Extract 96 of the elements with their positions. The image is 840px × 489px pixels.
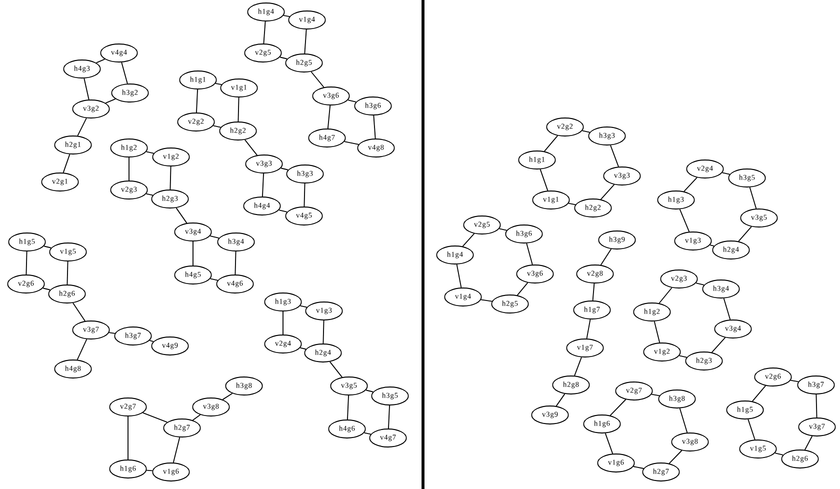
edge-line: [346, 394, 350, 420]
edge-line: [77, 118, 87, 136]
edge-line: [222, 392, 233, 400]
edge-line: [586, 318, 591, 340]
edge-line: [600, 184, 615, 200]
edge-line: [310, 71, 324, 88]
edge-line: [329, 361, 343, 378]
edge-line: [654, 320, 660, 344]
edge-line: [748, 418, 756, 440]
edge-line: [105, 98, 116, 104]
edge-line: [752, 385, 766, 402]
edge-line: [738, 226, 752, 242]
edge-line: [278, 210, 288, 212]
edge-line: [679, 408, 688, 434]
edge-line: [684, 177, 698, 192]
edge-line: [480, 299, 492, 302]
edge-line: [633, 466, 644, 469]
edge-line: [238, 97, 240, 122]
edge-line: [212, 125, 222, 128]
edge-line: [365, 390, 374, 392]
edge-line: [711, 337, 726, 353]
edge-line: [344, 141, 360, 145]
edge-line: [121, 62, 128, 84]
edge-line: [456, 264, 462, 288]
edge-line: [176, 207, 188, 224]
edge-line: [108, 332, 116, 334]
edge-line: [128, 157, 130, 181]
edge-line: [816, 394, 818, 418]
edge-line: [26, 251, 28, 275]
edge-line: [600, 248, 612, 266]
edge-line: [540, 168, 548, 192]
edge-line: [516, 282, 528, 296]
edge-line: [43, 246, 52, 248]
edge-line: [582, 130, 590, 133]
edge-line: [262, 173, 264, 197]
edge-line: [604, 432, 614, 454]
edge-line: [348, 100, 356, 102]
edge-line: [327, 104, 331, 130]
edge-line: [668, 450, 682, 464]
edge-line: [76, 338, 88, 360]
edge-line: [62, 154, 70, 174]
edge-line: [723, 298, 731, 320]
edge-line: [192, 241, 194, 266]
edge-line: [66, 261, 68, 285]
edge-line: [282, 311, 284, 335]
edge-line: [142, 412, 168, 423]
edge-line: [462, 233, 475, 247]
edge-line: [592, 282, 595, 301]
edge-line: [210, 236, 220, 238]
edge-line: [280, 168, 289, 170]
edge-line: [678, 355, 688, 358]
edge-line: [722, 172, 730, 175]
edge-line: [696, 282, 704, 286]
edge-line: [244, 139, 258, 156]
edge-line: [196, 89, 198, 113]
edge-line: [146, 193, 154, 196]
edge-line: [322, 320, 324, 344]
edge-line: [388, 404, 390, 429]
edge-line: [42, 288, 51, 290]
edge-line: [651, 394, 660, 396]
edge-line: [300, 305, 308, 308]
edge-line: [172, 436, 180, 464]
edge-line: [96, 58, 106, 64]
edge-line: [610, 399, 626, 416]
edge-line: [72, 302, 86, 322]
edge-line: [749, 186, 757, 210]
edge-line: [304, 29, 307, 54]
edge-line: [774, 452, 784, 456]
edge-line: [215, 82, 222, 86]
edge-line: [364, 432, 372, 435]
edge-line: [568, 202, 576, 206]
edge-line: [790, 380, 799, 382]
edge-line: [146, 470, 153, 472]
edge-line: [526, 242, 533, 266]
edge-line: [679, 208, 690, 232]
edge-line: [283, 14, 290, 18]
edge-line: [498, 228, 508, 231]
edge-line: [544, 135, 558, 152]
edge-line: [146, 151, 154, 154]
edge-line: [192, 414, 201, 421]
edge-line: [279, 56, 288, 60]
edge-line: [170, 166, 172, 190]
edge-line: [610, 144, 619, 168]
edge-line: [210, 278, 218, 281]
edge-line: [304, 183, 306, 207]
edge-line: [574, 356, 582, 376]
edge-line: [373, 115, 376, 139]
edge-line: [149, 340, 154, 342]
edge-line: [234, 251, 236, 275]
edge-line: [556, 393, 566, 407]
edge-line: [300, 347, 306, 350]
edge-line: [84, 78, 90, 100]
edge-line: [658, 287, 672, 304]
edge-line: [263, 21, 266, 44]
edge-line: [710, 244, 714, 246]
edge-line: [804, 436, 813, 450]
